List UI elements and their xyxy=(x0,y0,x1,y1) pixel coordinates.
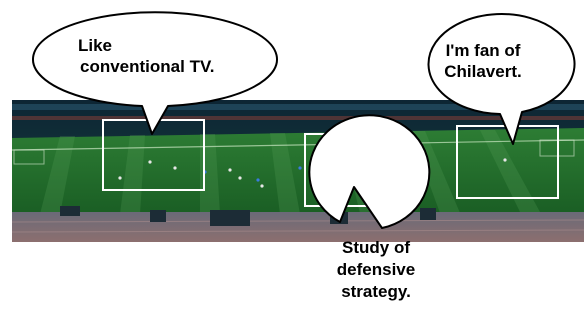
bubble-right-line-1: I'm fan of xyxy=(445,41,521,60)
speech-bubble-center xyxy=(308,114,431,229)
stadium-photo xyxy=(11,100,584,242)
bubble-center-line-2: defensive xyxy=(336,260,416,279)
bubble-center-line-3: strategy. xyxy=(341,282,411,301)
bubble-left-text: Like conventional TV. xyxy=(52,35,292,77)
bubble-center-text: Study of defensive strategy. xyxy=(316,237,436,303)
speech-bubble-left xyxy=(32,11,278,135)
bubble-right-line-2: Chilavert. xyxy=(444,62,522,81)
bubble-center-line-1: Study of xyxy=(342,238,410,257)
pitch xyxy=(12,128,584,214)
running-track xyxy=(12,212,584,242)
bubble-right-text: I'm fan of Chilavert. xyxy=(418,40,548,82)
speech-bubble-right xyxy=(427,13,576,145)
bubble-left-line-2: conventional TV. xyxy=(80,57,215,76)
bubble-left-line-1: Like xyxy=(78,36,113,55)
